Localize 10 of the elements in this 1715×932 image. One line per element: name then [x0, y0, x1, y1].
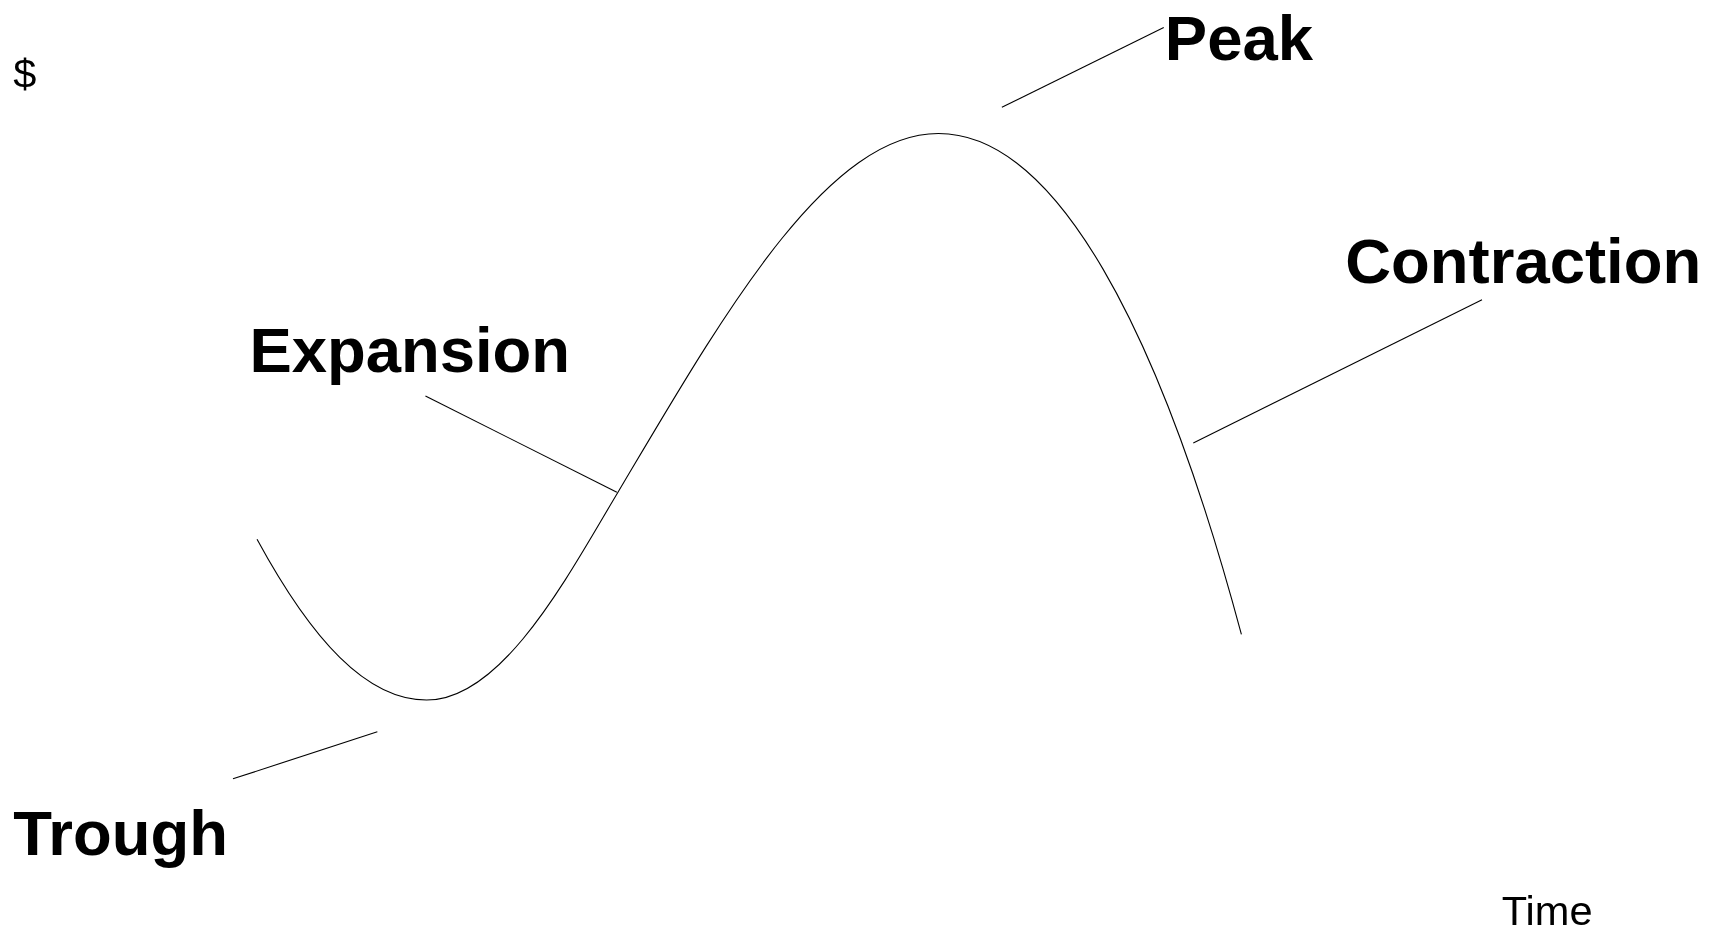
- axis-label: Time: [1501, 890, 1593, 932]
- phase-label: Contraction: [1345, 229, 1702, 294]
- phase-label: Peak: [1164, 6, 1313, 70]
- phase-label: Trough: [13, 801, 228, 866]
- axis-label: $: [13, 52, 37, 95]
- leader-line: [1001, 26, 1165, 108]
- leader-line: [424, 395, 618, 493]
- leader-line: [1192, 299, 1483, 444]
- leader-line: [232, 731, 378, 780]
- phase-label: Expansion: [249, 319, 571, 383]
